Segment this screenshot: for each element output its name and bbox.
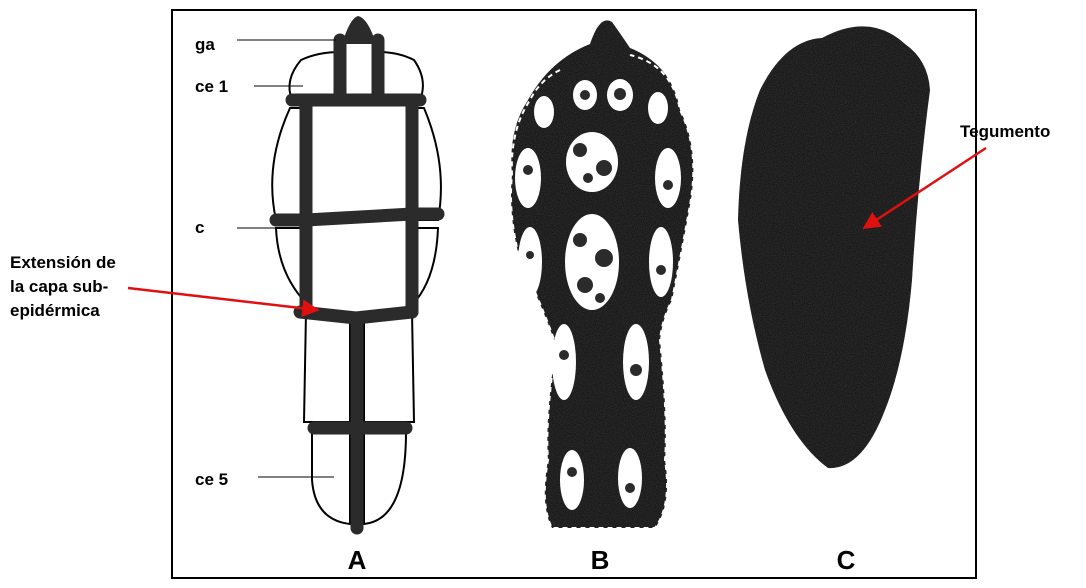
- seed-coat-grain: [738, 26, 930, 468]
- annotation-left: Extensión de la capa sub- epidérmica: [10, 253, 318, 320]
- cell-outline: [304, 312, 350, 422]
- subepidermal-layer: [306, 100, 412, 312]
- panel-letter-b: B: [591, 545, 610, 575]
- cell-outline: [289, 52, 340, 100]
- panel-a-drawing: [272, 16, 441, 528]
- panel-letter-c: C: [837, 545, 856, 575]
- annotation-tegumento: Tegumento: [960, 122, 1050, 141]
- apical-cap: [342, 16, 376, 44]
- label-c: c: [195, 218, 204, 237]
- subepidermal-layer: [340, 40, 378, 95]
- arrow-subepidermal: [128, 288, 318, 310]
- panel-b-drawing: [511, 20, 693, 528]
- label-ce1: ce 1: [195, 77, 228, 96]
- cell-outline: [312, 432, 350, 524]
- label-ga: ga: [195, 35, 215, 54]
- annotation-left-line-1: Extensión de: [10, 253, 116, 272]
- annotation-left-line-3: epidérmica: [10, 301, 100, 320]
- panel-letter-a: A: [348, 545, 367, 575]
- cell-outline: [378, 52, 423, 100]
- annotation-left-line-2: la capa sub-: [10, 277, 108, 296]
- cell-outline: [364, 312, 414, 422]
- cell-outline: [364, 432, 406, 524]
- subepidermal-layer: [276, 214, 438, 220]
- panel-c-drawing: [738, 26, 930, 468]
- label-ce5: ce 5: [195, 470, 228, 489]
